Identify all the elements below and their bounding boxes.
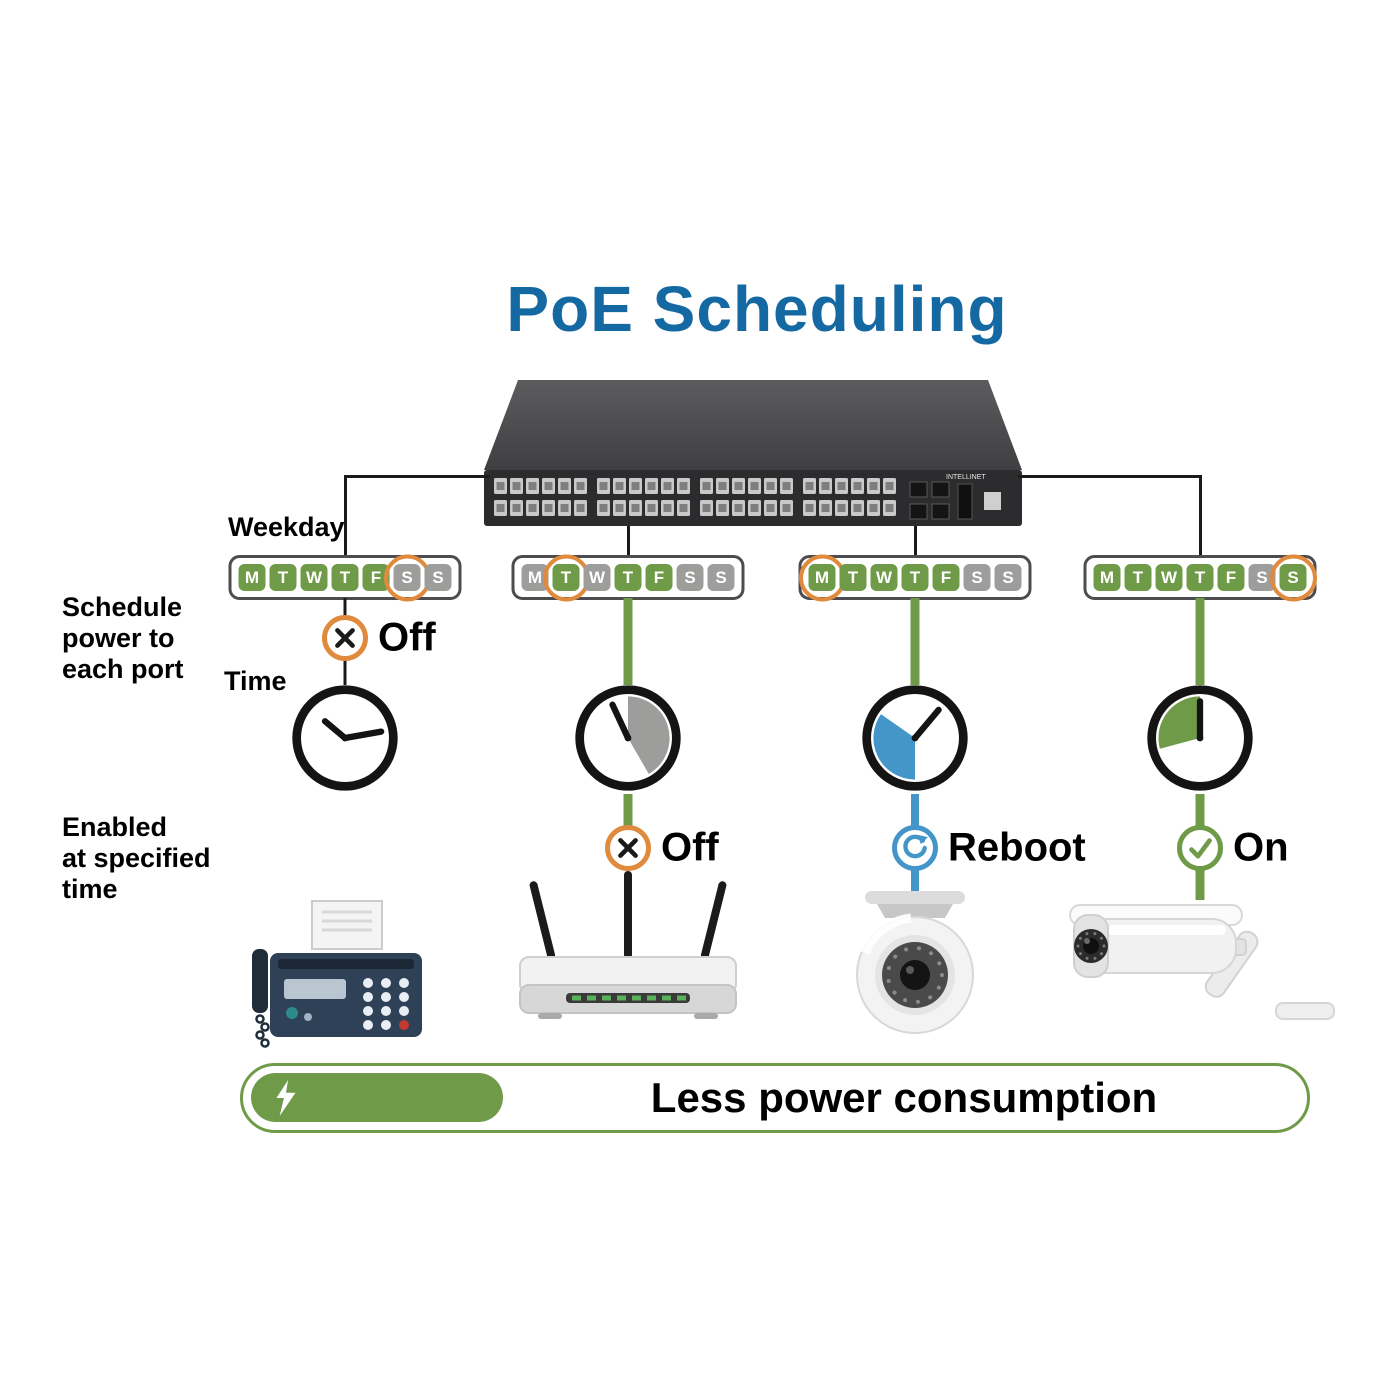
clock-icon [575,685,681,791]
fax-machine-image [252,900,422,1048]
day-box-selected: T [552,564,580,591]
switch-console-port [984,492,1001,510]
switch-brand-label: INTELLINET [946,474,986,481]
power-off-marker: Off [215,615,475,661]
banner-green-pill [251,1073,503,1122]
dome-camera-image [856,891,974,1034]
connector-line [1195,598,1205,685]
day-box: M [1093,564,1121,591]
connector-line [623,598,633,685]
reboot-marker: Reboot [785,825,1086,871]
off-icon [605,825,651,871]
connector-line [910,598,920,685]
connector-line [1199,475,1202,559]
switch-top-face [484,380,1022,470]
day-box: T [331,564,359,591]
on-icon [1177,825,1223,871]
day-box: S [707,564,735,591]
switch-ports [494,478,896,516]
day-box: T [269,564,297,591]
switch-sfp-ports [909,481,973,520]
action-label: Off [378,615,436,660]
day-box: M [238,564,266,591]
day-box: T [614,564,642,591]
day-box: F [1217,564,1245,591]
power-on-marker: On [1070,825,1330,871]
poe-switch-image: INTELLINET [484,380,1022,526]
connector-line [344,475,347,559]
day-box-selected: M [808,564,836,591]
page-title: PoE Scheduling [506,273,1008,345]
connector-line [344,475,490,478]
day-box: S [994,564,1022,591]
less-power-banner: Less power consumption [240,1063,1310,1133]
banner-text: Less power consumption [650,1074,1158,1121]
action-label: On [1233,825,1289,870]
bullet-camera-image [1069,904,1335,1020]
day-box: S [424,564,452,591]
wireless-router-image [519,871,737,1019]
reboot-icon [892,825,938,871]
day-box: F [645,564,673,591]
schedule-label: Schedule power to each port [62,592,184,685]
clock-icon [292,685,398,791]
clock-icon [1147,685,1253,791]
day-box: W [1155,564,1183,591]
day-box: T [839,564,867,591]
off-icon [322,615,368,661]
connector-line [1018,475,1202,478]
connector-line [623,794,633,850]
day-box: S [676,564,704,591]
day-box: W [583,564,611,591]
day-box: T [1186,564,1214,591]
connector-line [914,526,917,559]
time-label: Time [224,666,287,696]
day-box-selected: S [1279,564,1307,591]
clock-icon [862,685,968,791]
day-box: T [901,564,929,591]
day-box-selected: S [393,564,421,591]
action-label: Off [661,825,719,870]
day-box: T [1124,564,1152,591]
weekday-label: Weekday [228,512,345,542]
power-off-marker: Off [498,825,758,871]
connector-line [627,526,630,559]
day-box: F [932,564,960,591]
lightning-bolt-icon [276,1079,296,1116]
day-box: W [870,564,898,591]
action-label: Reboot [948,825,1086,870]
day-box: S [963,564,991,591]
enabled-label: Enabled at specified time [62,812,211,905]
day-box: W [300,564,328,591]
